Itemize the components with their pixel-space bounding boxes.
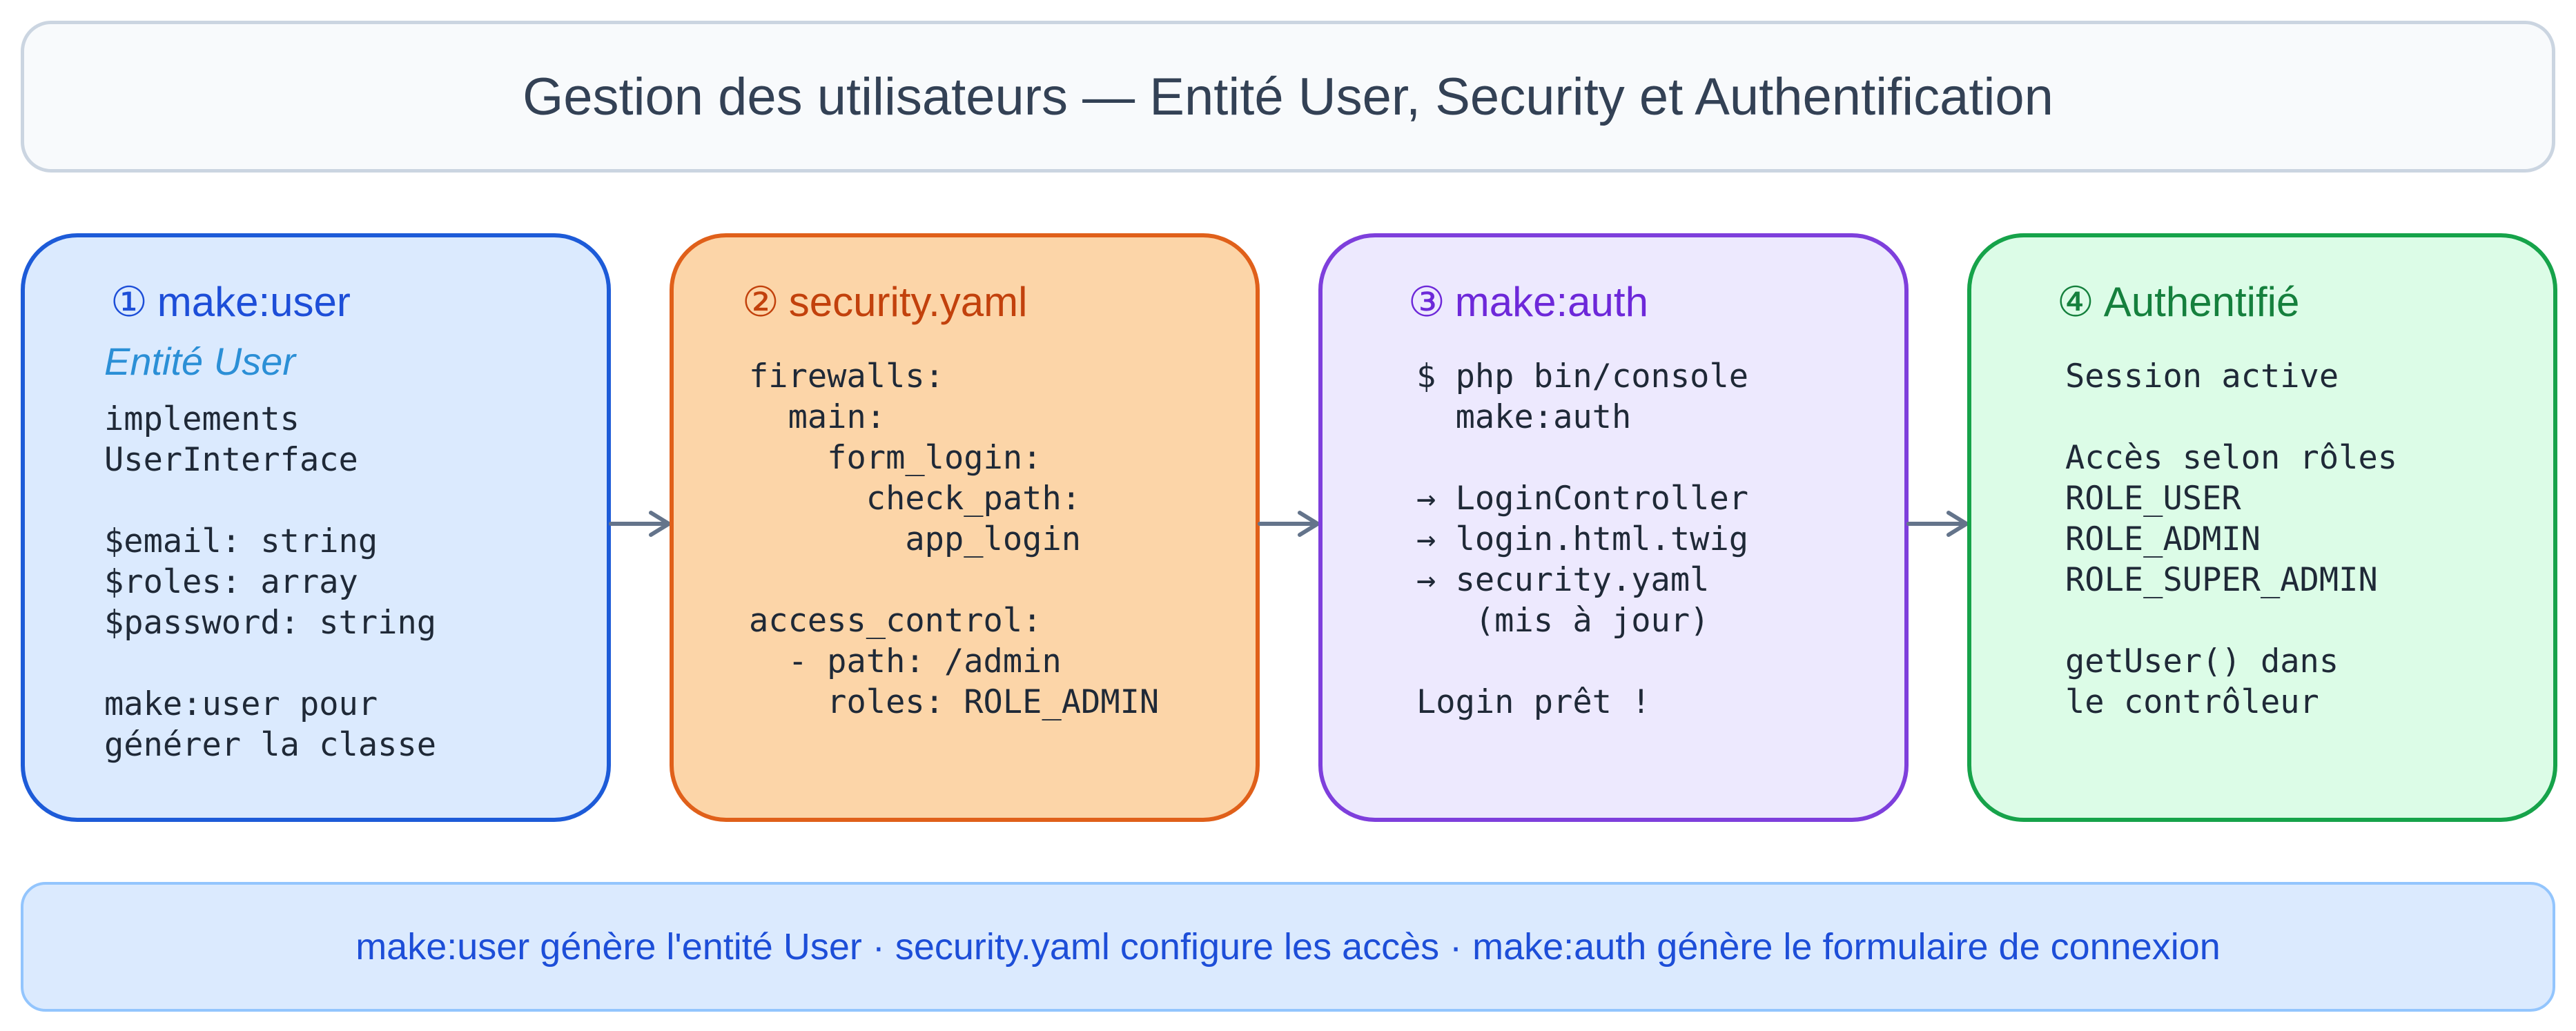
step-number: ④ bbox=[2057, 279, 2094, 325]
step-heading: ① make:user bbox=[110, 268, 351, 337]
step-heading: ③ make:auth bbox=[1408, 268, 1648, 337]
arrow-3-to-4 bbox=[1906, 511, 1969, 537]
diagram-title: Gestion des utilisateurs — Entité User, … bbox=[523, 67, 2053, 126]
title-banner: Gestion des utilisateurs — Entité User, … bbox=[21, 21, 2555, 173]
footer-text: make:user génère l'entité User · securit… bbox=[355, 926, 2221, 968]
step-card-security-yaml: ② security.yaml firewalls: main: form_lo… bbox=[670, 233, 1260, 822]
step-title: make:user bbox=[157, 279, 351, 325]
arrow-1-to-2 bbox=[609, 511, 671, 537]
step-number: ③ bbox=[1408, 279, 1445, 325]
step-body: implements UserInterface $email: string … bbox=[104, 400, 437, 764]
step-title: Authentifié bbox=[2103, 279, 2300, 325]
arrow-2-to-3 bbox=[1258, 511, 1320, 537]
step-number: ① bbox=[110, 279, 148, 325]
step-title: make:auth bbox=[1454, 279, 1648, 325]
step-card-authentifie: ④ Authentifié Session active Accès selon… bbox=[1967, 233, 2557, 822]
step-heading: ② security.yaml bbox=[742, 268, 1027, 337]
step-card-make-user: ① make:user Entité User implements UserI… bbox=[21, 233, 611, 822]
step-number: ② bbox=[742, 279, 779, 325]
step-subtitle: Entité User bbox=[104, 340, 295, 383]
step-body: $ php bin/console make:auth → LoginContr… bbox=[1416, 357, 1749, 721]
step-card-make-auth: ③ make:auth $ php bin/console make:auth … bbox=[1318, 233, 1909, 822]
step-heading: ④ Authentifié bbox=[2057, 268, 2299, 337]
step-body: firewalls: main: form_login: check_path:… bbox=[749, 357, 1160, 721]
step-title: security.yaml bbox=[788, 279, 1028, 325]
step-body: Session active Accès selon rôles ROLE_US… bbox=[2065, 357, 2398, 721]
footer-summary: make:user génère l'entité User · securit… bbox=[21, 882, 2555, 1012]
